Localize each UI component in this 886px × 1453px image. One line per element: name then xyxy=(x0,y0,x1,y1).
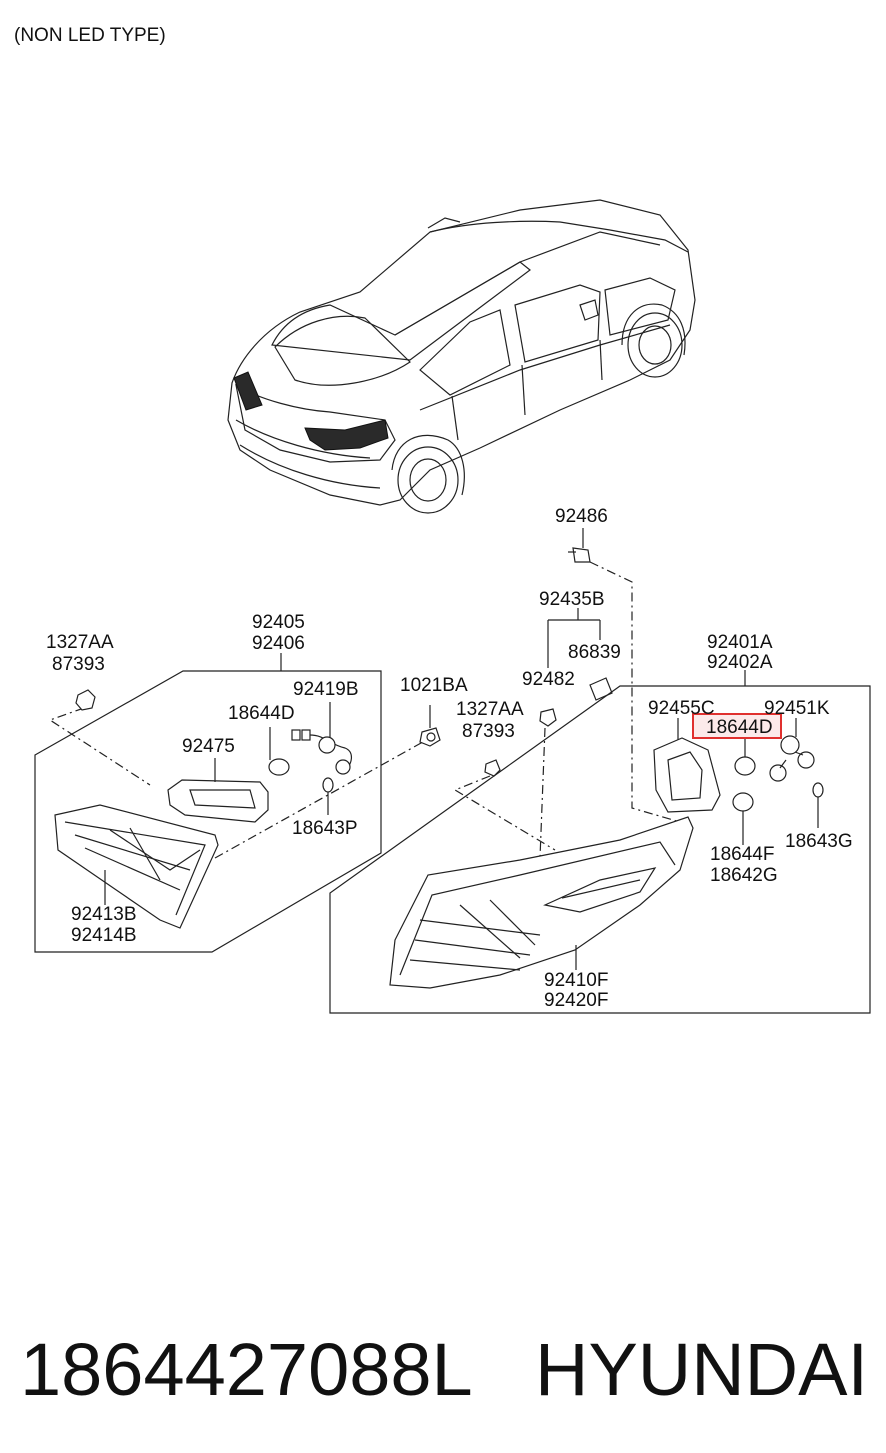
middle-fasteners xyxy=(419,528,681,859)
label-1021BA: 1021BA xyxy=(400,675,468,696)
label-92451K: 92451K xyxy=(764,698,830,719)
label-18642G: 18642G xyxy=(710,865,778,886)
label-92455C: 92455C xyxy=(648,698,715,719)
label-92410F: 92410F xyxy=(544,970,608,991)
left-assembly-box xyxy=(34,670,382,953)
label-92413B: 92413B xyxy=(71,904,137,925)
nut-1327AA-left xyxy=(75,689,96,711)
label-92419B: 92419B xyxy=(293,679,359,700)
label-18644D-right: 18644D xyxy=(706,717,773,738)
label-18644D-left: 18644D xyxy=(228,703,295,724)
label-87393-mid: 87393 xyxy=(462,721,515,742)
right-assembly xyxy=(329,670,871,1014)
bulb-18643G xyxy=(812,782,824,798)
label-92420F: 92420F xyxy=(544,990,608,1011)
nut-92482 xyxy=(539,708,557,727)
bulb-18644D-left xyxy=(268,758,290,776)
label-1327AA-left: 1327AA xyxy=(46,632,114,653)
label-92475: 92475 xyxy=(182,736,235,757)
highlight-box xyxy=(692,713,782,739)
footer-brand: HYUNDAI xyxy=(535,1328,868,1411)
label-1327AA-mid: 1327AA xyxy=(456,699,524,720)
nut-1327AA-mid xyxy=(484,759,501,777)
bulb-18643P xyxy=(322,777,334,793)
label-92406: 92406 xyxy=(252,633,305,654)
label-87393-left: 87393 xyxy=(52,654,105,675)
inner-lamp-lens xyxy=(54,804,219,929)
label-18643G: 18643G xyxy=(785,831,853,852)
label-92486: 92486 xyxy=(555,506,608,527)
cap-86839 xyxy=(589,677,613,701)
label-18643P: 18643P xyxy=(292,818,358,839)
gasket-92455C xyxy=(653,737,721,813)
label-92401A: 92401A xyxy=(707,632,773,653)
label-86839: 86839 xyxy=(568,642,621,663)
label-92405: 92405 xyxy=(252,612,305,633)
label-92435B: 92435B xyxy=(539,589,605,610)
left-assembly xyxy=(34,653,431,953)
bulb-18644D-right xyxy=(734,756,756,776)
socket-92419B xyxy=(318,736,336,754)
tail-lamp-lens xyxy=(389,816,694,989)
footer-part-number: 1864427088L xyxy=(20,1328,473,1411)
header-note: (NON LED TYPE) xyxy=(14,25,166,46)
label-92414B: 92414B xyxy=(71,925,137,946)
label-92402A: 92402A xyxy=(707,652,773,673)
bulb-18644F xyxy=(732,792,754,812)
screw-92486 xyxy=(572,547,591,563)
label-18644F: 18644F xyxy=(710,844,774,865)
label-92482: 92482 xyxy=(522,669,575,690)
socket-92451K xyxy=(780,735,800,755)
grommet-1021BA xyxy=(419,727,441,747)
car-illustration xyxy=(227,199,696,514)
